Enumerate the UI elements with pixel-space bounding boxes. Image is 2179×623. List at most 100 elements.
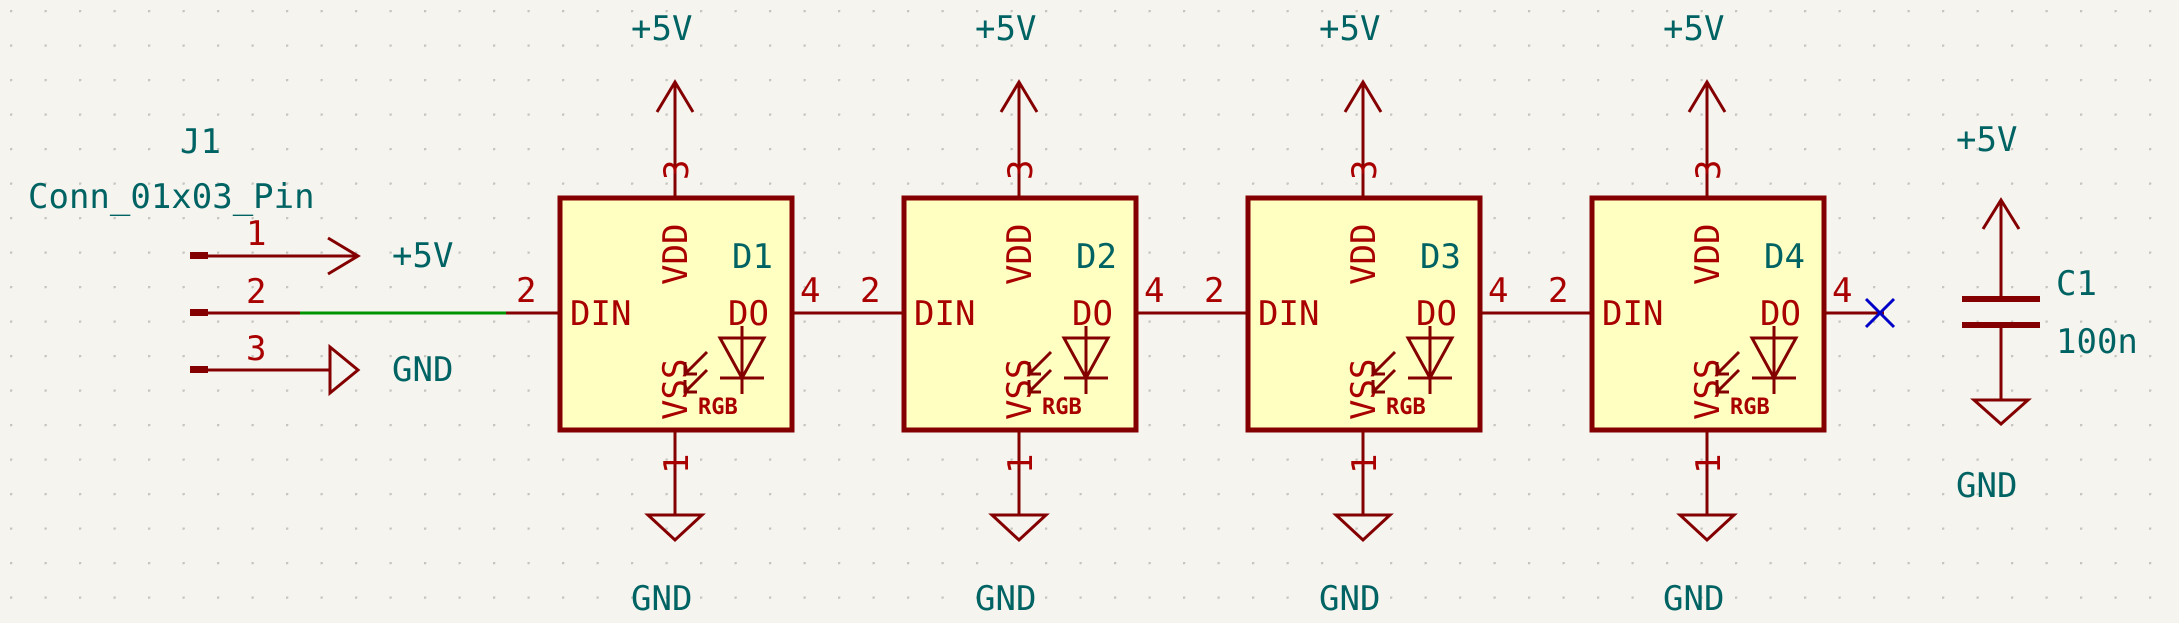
led-body	[1589, 195, 1827, 433]
vss-pin-number: 1	[1345, 454, 1385, 474]
no-connect-cross-b	[1864, 297, 1896, 329]
emission-arrow-2-icon	[1027, 368, 1053, 394]
do-pin-label: DO	[728, 294, 769, 334]
vdd-pin-label: VDD	[656, 224, 696, 285]
din-pin-label: DIN	[1258, 294, 1319, 334]
capacitor-value: 100n	[2056, 322, 2138, 362]
emission-arrowhead-2-icon	[1371, 380, 1385, 394]
emission-arrow-1-icon	[1027, 350, 1053, 376]
capacitor-c1[interactable]: +5V C1 100n GND	[1956, 120, 2138, 506]
connector-value: Conn_01x03_Pin	[28, 177, 315, 217]
din-pin-number: 2	[1204, 271, 1224, 311]
rgb-label: RGB	[698, 395, 738, 420]
connector-ground-flag[interactable]: GND	[300, 343, 453, 397]
connector-reference: J1	[180, 122, 221, 162]
connector-pin-2-number: 2	[246, 272, 266, 312]
power-net-label: +5V	[631, 9, 692, 49]
vss-pin-number: 1	[657, 454, 697, 474]
no-connect-marker[interactable]	[1827, 297, 1896, 329]
power-arrow-head	[327, 236, 361, 276]
led-reference: D4	[1764, 237, 1805, 277]
led-body	[901, 195, 1139, 433]
din-pin-label: DIN	[914, 294, 975, 334]
emission-arrowhead-1-icon	[683, 362, 697, 376]
din-pin-number: 2	[1548, 271, 1568, 311]
rgb-label: RGB	[1730, 395, 1770, 420]
vdd-pin-label: VDD	[1344, 224, 1384, 285]
emission-arrow-2-icon	[683, 368, 709, 394]
ground-icon	[644, 513, 706, 543]
emission-arrowhead-1-icon	[1371, 362, 1385, 376]
power-arrow-icon	[1343, 79, 1383, 113]
do-pin-label: DO	[1416, 294, 1457, 334]
rgb-label: RGB	[1042, 395, 1082, 420]
ground-icon	[1676, 513, 1738, 543]
emission-arrow-1-icon	[683, 350, 709, 376]
ground-triangle-icon	[328, 343, 361, 397]
ground-net-label: GND	[631, 579, 692, 619]
connector-pin-1-marker	[190, 252, 208, 259]
emission-arrow-2-icon	[1371, 368, 1397, 394]
emission-arrowhead-1-icon	[1027, 362, 1041, 376]
connector-j1[interactable]: J1 Conn_01x03_Pin 1 2 3	[28, 122, 315, 373]
capacitor-ground-label: GND	[1956, 466, 2017, 506]
vdd-pin-label: VDD	[1688, 224, 1728, 285]
led-reference: D3	[1420, 237, 1461, 277]
emission-arrowhead-2-icon	[1715, 380, 1729, 394]
emission-arrow-2-icon	[1715, 368, 1741, 394]
emission-arrowhead-2-icon	[1027, 380, 1041, 394]
connector-pin-3-number: 3	[246, 329, 266, 369]
do-pin-number: 4	[1144, 271, 1164, 311]
capacitor-power-label: +5V	[1956, 120, 2017, 160]
connector-pin-2-marker	[190, 309, 208, 316]
do-pin-number: 4	[1488, 271, 1508, 311]
ground-icon	[1332, 513, 1394, 543]
din-pin-number: 2	[516, 271, 536, 311]
vdd-pin-number: 3	[1689, 160, 1729, 180]
vdd-pin-label: VDD	[1000, 224, 1040, 285]
power-net-label: +5V	[392, 236, 453, 276]
do-pin-label: DO	[1072, 294, 1113, 334]
power-net-label: +5V	[1319, 9, 1380, 49]
led-chain: +5V3VDDGND1VSS2DIN4DOD1RGB+5V3VDDGND1VSS…	[506, 9, 1884, 619]
ground-icon	[988, 513, 1050, 543]
capacitor-power-arrow-head	[1981, 197, 2021, 230]
vdd-pin-number: 3	[1001, 160, 1041, 180]
power-arrow-icon	[999, 79, 1039, 113]
do-pin-label: DO	[1760, 294, 1801, 334]
vdd-pin-number: 3	[1345, 160, 1385, 180]
emission-arrow-1-icon	[1715, 350, 1741, 376]
ground-net-label: GND	[392, 350, 453, 390]
power-arrow-icon	[655, 79, 695, 113]
vdd-pin-number: 3	[657, 160, 697, 180]
capacitor-ground-icon	[1970, 398, 2032, 427]
do-pin-number: 4	[800, 271, 820, 311]
din-pin-label: DIN	[570, 294, 631, 334]
power-net-label: +5V	[975, 9, 1036, 49]
connector-pin-3-marker	[190, 366, 208, 373]
do-pin-number: 4	[1832, 271, 1852, 311]
power-net-label: +5V	[1663, 9, 1724, 49]
connector-power-flag[interactable]: +5V	[300, 236, 453, 276]
din-pin-label: DIN	[1602, 294, 1663, 334]
ground-net-label: GND	[1663, 579, 1724, 619]
ground-net-label: GND	[975, 579, 1036, 619]
rgb-label: RGB	[1386, 395, 1426, 420]
emission-arrowhead-2-icon	[683, 380, 697, 394]
ground-net-label: GND	[1319, 579, 1380, 619]
din-pin-number: 2	[860, 271, 880, 311]
led-reference: D1	[732, 237, 773, 277]
power-arrow-icon	[1687, 79, 1727, 113]
vss-pin-number: 1	[1689, 454, 1729, 474]
led-reference: D2	[1076, 237, 1117, 277]
capacitor-reference: C1	[2056, 264, 2097, 304]
emission-arrow-1-icon	[1371, 350, 1397, 376]
emission-arrowhead-1-icon	[1715, 362, 1729, 376]
vss-pin-number: 1	[1001, 454, 1041, 474]
connector-pin-1-number: 1	[246, 214, 266, 254]
